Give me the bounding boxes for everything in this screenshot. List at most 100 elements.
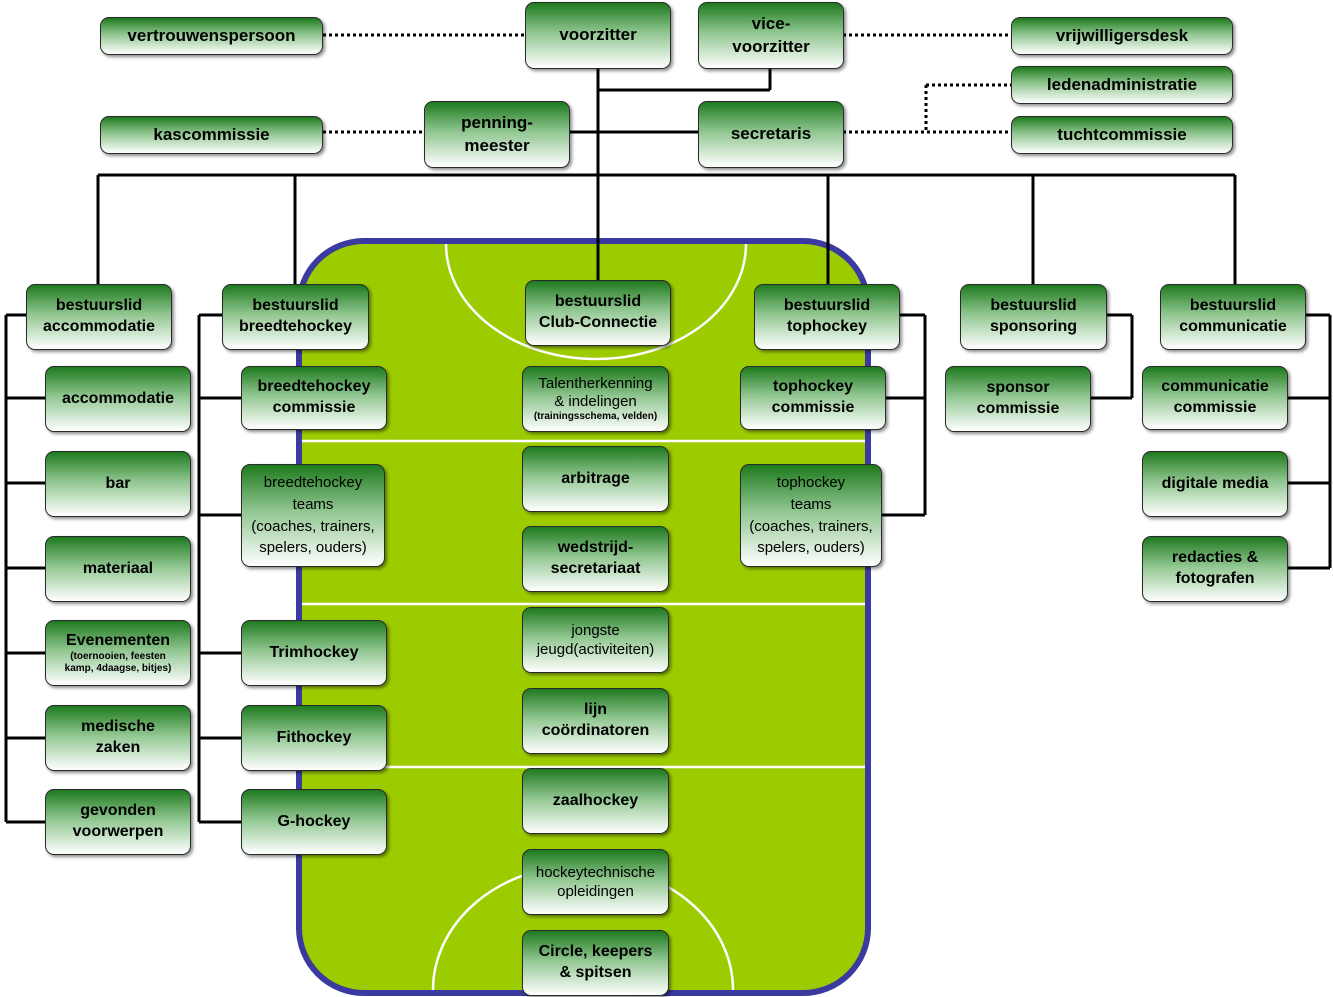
box-medische-zaken: medische zaken bbox=[45, 705, 191, 771]
label-comm-commissie-2: commissie bbox=[1173, 399, 1257, 416]
member-communicatie-name: communicatie bbox=[1179, 318, 1287, 335]
label-zaalhockey: zaalhockey bbox=[552, 791, 639, 809]
box-ledenadministratie: ledenadministratie bbox=[1011, 66, 1233, 104]
member-sponsoring-name: sponsoring bbox=[989, 318, 1078, 335]
box-tuchtcommissie: tuchtcommissie bbox=[1011, 116, 1233, 154]
label-top-teams-1: tophockey bbox=[776, 474, 846, 491]
label-top-teams-4: spelers, ouders) bbox=[757, 539, 865, 557]
box-sponsor-commissie: sponsor commissie bbox=[945, 366, 1091, 432]
label-top-teams-2: teams bbox=[790, 495, 832, 513]
connector-lines bbox=[4, 68, 1332, 824]
label-top-commissie-2: commissie bbox=[771, 399, 855, 416]
label-kascommissie: kascommissie bbox=[153, 124, 270, 144]
box-trimhockey: Trimhockey bbox=[241, 620, 387, 686]
label-sponsor-1: sponsor bbox=[986, 379, 1050, 397]
box-accommodatie: accommodatie bbox=[45, 366, 191, 432]
box-bestuurslid-communicatie: bestuurslid communicatie bbox=[1160, 284, 1306, 350]
label-breedte-teams-4: spelers, ouders) bbox=[259, 539, 367, 557]
box-arbitrage: arbitrage bbox=[522, 446, 669, 512]
box-evenementen: Evenementen (toernooien, feesten kamp, 4… bbox=[45, 620, 191, 686]
label-talent-2: & indelingen bbox=[554, 393, 637, 410]
label-penning-1: penning- bbox=[461, 113, 533, 133]
box-jongste-jeugd: jongste jeugd(activiteiten) bbox=[522, 607, 669, 673]
label-gevonden-2: voorwerpen bbox=[72, 823, 164, 840]
box-talentherkenning: Talentherkenning & indelingen (trainings… bbox=[522, 366, 669, 432]
label-evenementen: Evenementen bbox=[65, 631, 171, 649]
label-voorzitter: voorzitter bbox=[559, 25, 637, 45]
label-g-hockey: G-hockey bbox=[277, 812, 351, 830]
label-trimhockey: Trimhockey bbox=[269, 643, 359, 661]
member-club-connectie-role: bestuurslid bbox=[554, 293, 642, 311]
label-vice-2: voorzitter bbox=[732, 36, 810, 56]
label-circle-2: & spitsen bbox=[559, 964, 632, 981]
box-lijn-coordinatoren: lijn coördinatoren bbox=[522, 688, 669, 754]
label-fithockey: Fithockey bbox=[276, 728, 352, 746]
box-vrijwilligersdesk: vrijwilligersdesk bbox=[1011, 17, 1233, 55]
member-tophockey-role: bestuurslid bbox=[783, 297, 871, 315]
label-gevonden-1: gevonden bbox=[80, 802, 156, 820]
label-medische-1: medische bbox=[81, 718, 155, 736]
label-vice-1: vice- bbox=[751, 14, 791, 34]
label-talent-1: Talentherkenning bbox=[538, 375, 653, 392]
box-redacties-fotografen: redacties & fotografen bbox=[1142, 536, 1288, 602]
label-arbitrage: arbitrage bbox=[561, 469, 630, 487]
box-breedtehockey-teams: breedtehockey teams (coaches, trainers, … bbox=[241, 464, 385, 567]
box-digitale-media: digitale media bbox=[1142, 451, 1288, 517]
label-breedte-commissie-2: commissie bbox=[272, 399, 356, 416]
box-g-hockey: G-hockey bbox=[241, 789, 387, 855]
member-accommodatie-role: bestuurslid bbox=[55, 297, 143, 315]
box-bestuurslid-accommodatie: bestuurslid accommodatie bbox=[26, 284, 172, 350]
member-tophockey-name: tophockey bbox=[786, 318, 867, 335]
label-digitale-media: digitale media bbox=[1161, 474, 1269, 492]
label-lijn-2: coördinatoren bbox=[541, 722, 650, 739]
label-evenementen-sub-1: (toernooien, feesten bbox=[70, 651, 166, 663]
member-breedtehockey-name: breedtehockey bbox=[239, 318, 352, 335]
box-bestuurslid-club-connectie: bestuurslid Club-Connectie bbox=[525, 280, 671, 346]
box-bestuurslid-tophockey: bestuurslid tophockey bbox=[754, 284, 900, 350]
label-breedte-teams-2: teams bbox=[292, 495, 334, 513]
box-circle-keepers-spitsen: Circle, keepers & spitsen bbox=[522, 930, 669, 996]
label-vertrouwenspersoon: vertrouwenspersoon bbox=[127, 25, 296, 45]
member-accommodatie-name: accommodatie bbox=[42, 318, 156, 335]
label-jongste-2: jeugd(activiteiten) bbox=[536, 641, 655, 658]
label-comm-commissie-1: communicatie bbox=[1161, 378, 1269, 396]
label-top-teams-3: (coaches, trainers, bbox=[749, 517, 873, 535]
label-bar: bar bbox=[105, 474, 131, 492]
label-ledenadministratie: ledenadministratie bbox=[1046, 74, 1198, 94]
label-talent-3: (trainingsschema, velden) bbox=[533, 411, 658, 422]
label-breedte-teams-3: (coaches, trainers, bbox=[251, 517, 375, 535]
label-jongste-1: jongste bbox=[571, 621, 620, 639]
box-zaalhockey: zaalhockey bbox=[522, 768, 669, 834]
box-fithockey: Fithockey bbox=[241, 705, 387, 771]
label-sponsor-2: commissie bbox=[976, 400, 1060, 417]
box-tophockey-teams: tophockey teams (coaches, trainers, spel… bbox=[740, 464, 882, 567]
top-circle-arc bbox=[444, 243, 748, 361]
member-sponsoring-role: bestuurslid bbox=[990, 297, 1077, 315]
box-communicatie-commissie: communicatie commissie bbox=[1142, 366, 1288, 430]
box-vertrouwenspersoon: vertrouwenspersoon bbox=[100, 17, 323, 55]
label-accommodatie: accommodatie bbox=[61, 389, 175, 407]
box-bar: bar bbox=[45, 451, 191, 517]
box-bestuurslid-breedtehockey: bestuurslid breedtehockey bbox=[222, 284, 369, 350]
label-top-commissie-1: tophockey bbox=[772, 378, 853, 396]
box-voorzitter: voorzitter bbox=[525, 2, 671, 69]
box-vice-voorzitter: vice- voorzitter bbox=[698, 2, 844, 69]
dotted-connectors bbox=[323, 33, 1011, 134]
box-bestuurslid-sponsoring: bestuurslid sponsoring bbox=[960, 284, 1107, 350]
label-lijn-1: lijn bbox=[583, 701, 608, 719]
label-redacties-1: redacties & bbox=[1171, 549, 1259, 567]
label-medische-2: zaken bbox=[95, 739, 141, 756]
label-redacties-2: fotografen bbox=[1175, 570, 1255, 587]
label-tuchtcommissie: tuchtcommissie bbox=[1057, 124, 1187, 144]
label-circle-1: Circle, keepers bbox=[538, 943, 653, 961]
member-communicatie-role: bestuurslid bbox=[1189, 297, 1277, 315]
box-gevonden-voorwerpen: gevonden voorwerpen bbox=[45, 789, 191, 855]
label-wedstrijd-1: wedstrijd- bbox=[557, 539, 634, 557]
label-secretaris: secretaris bbox=[730, 124, 812, 144]
box-secretaris: secretaris bbox=[698, 101, 844, 168]
label-opleidingen-2: opleidingen bbox=[557, 883, 634, 900]
box-hockeytechnische-opleidingen: hockeytechnische opleidingen bbox=[522, 849, 669, 915]
label-evenementen-sub-2: kamp, 4daagse, bitjes) bbox=[64, 663, 172, 675]
member-club-connectie-name: Club-Connectie bbox=[538, 314, 658, 331]
box-penningmeester: penning- meester bbox=[424, 101, 570, 168]
